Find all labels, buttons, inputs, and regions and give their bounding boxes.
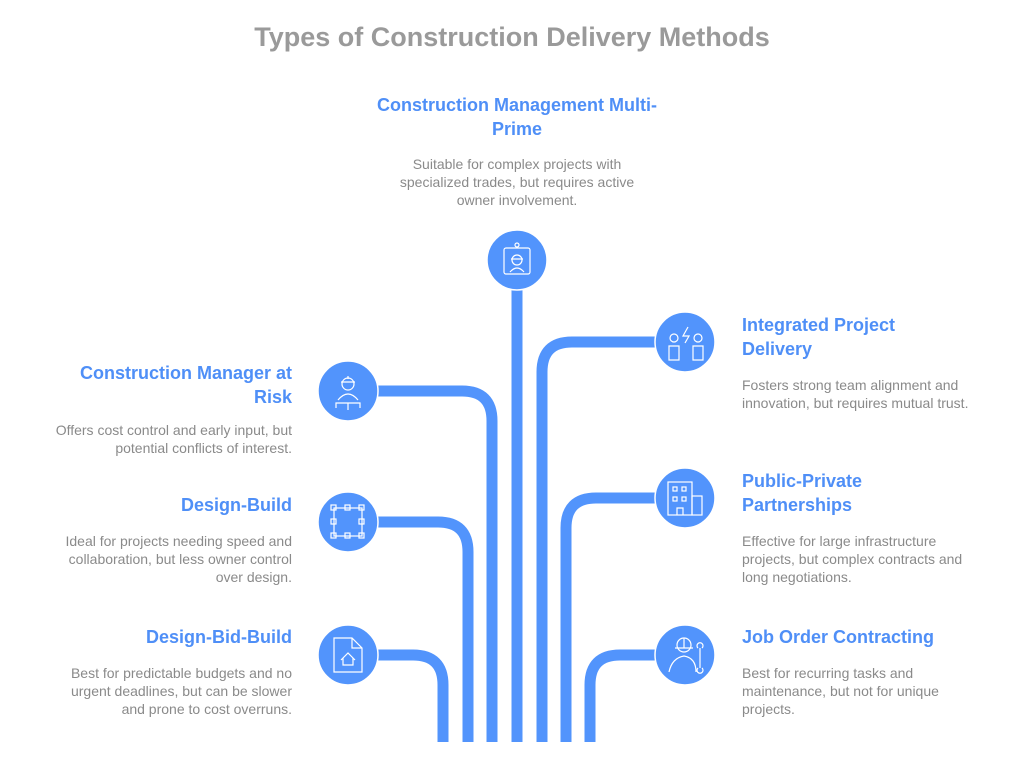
document-house-icon [333, 637, 363, 673]
method-description: Effective for large infrastructure proje… [742, 533, 963, 585]
method-description: Best for recurring tasks and maintenance… [742, 665, 939, 717]
method-title: Design-Build [181, 495, 292, 515]
line-ppp [560, 492, 685, 742]
method-title: Public-Private Partnerships [742, 471, 863, 515]
line-cmar [348, 385, 498, 742]
node-db [317, 491, 379, 553]
node-cmar [317, 360, 379, 422]
method-title: Construction Management Multi-Prime [377, 95, 657, 139]
method-description: Suitable for complex projects with speci… [399, 156, 635, 208]
method-description: Offers cost control and early input, but… [55, 422, 292, 456]
node-cmmp [486, 229, 548, 291]
node-ppp [654, 467, 716, 529]
id-badge-worker-icon [503, 242, 531, 275]
line-db [348, 516, 474, 742]
node-joc [654, 624, 716, 686]
method-title: Design-Bid-Build [146, 627, 292, 647]
method-description: Fosters strong team alignment and innova… [742, 377, 969, 411]
worker-hardhat-icon [335, 376, 361, 410]
people-lightning-icon [668, 326, 704, 361]
selection-square-icon [330, 504, 365, 539]
method-title: Construction Manager at Risk [79, 363, 292, 407]
line-dbb [348, 649, 449, 742]
method-description: Best for predictable budgets and no urge… [70, 665, 292, 717]
worker-wrench-icon [668, 637, 704, 674]
building-icon [667, 481, 703, 516]
line-joc [584, 649, 685, 742]
method-description: Ideal for projects needing speed and col… [65, 533, 293, 585]
node-dbb [317, 624, 379, 686]
diagram-title: Types of Construction Delivery Methods [254, 22, 770, 52]
line-ipd [536, 336, 685, 742]
method-title: Integrated Project Delivery [742, 315, 896, 359]
method-title: Job Order Contracting [742, 627, 935, 647]
